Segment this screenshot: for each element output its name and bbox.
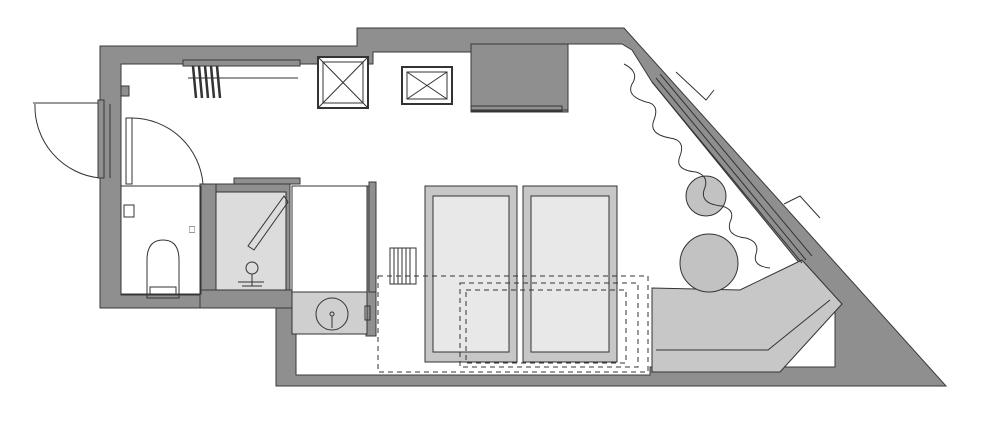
round-table-lower [679, 233, 739, 293]
toilet-shower-wall [199, 183, 217, 296]
sofa-bench [651, 259, 843, 373]
window-curtain [623, 63, 821, 269]
closet-stub-wall [120, 85, 130, 97]
upper-cabinets [317, 56, 563, 112]
closet-hangers [182, 59, 301, 99]
luggage-rack [389, 247, 417, 285]
bed-right [522, 185, 618, 363]
toilet-door[interactable] [125, 117, 204, 185]
sink-fixture [315, 297, 349, 331]
toilet-fixture [146, 239, 180, 299]
bed-left [424, 185, 518, 363]
hanger-group [191, 65, 222, 99]
wall-mark: ⎕ [189, 225, 195, 236]
paper-holder [123, 204, 135, 218]
entrance-door[interactable] [33, 99, 111, 179]
shower-bottom-wall [199, 289, 297, 309]
dashed-outline [377, 275, 649, 373]
shower-room [215, 177, 301, 291]
upper-kitchen-block [470, 43, 569, 111]
toilet: ⎕ [120, 185, 202, 299]
shower-fixture [238, 261, 264, 287]
round-table-upper [685, 175, 727, 217]
washroom [291, 181, 377, 335]
